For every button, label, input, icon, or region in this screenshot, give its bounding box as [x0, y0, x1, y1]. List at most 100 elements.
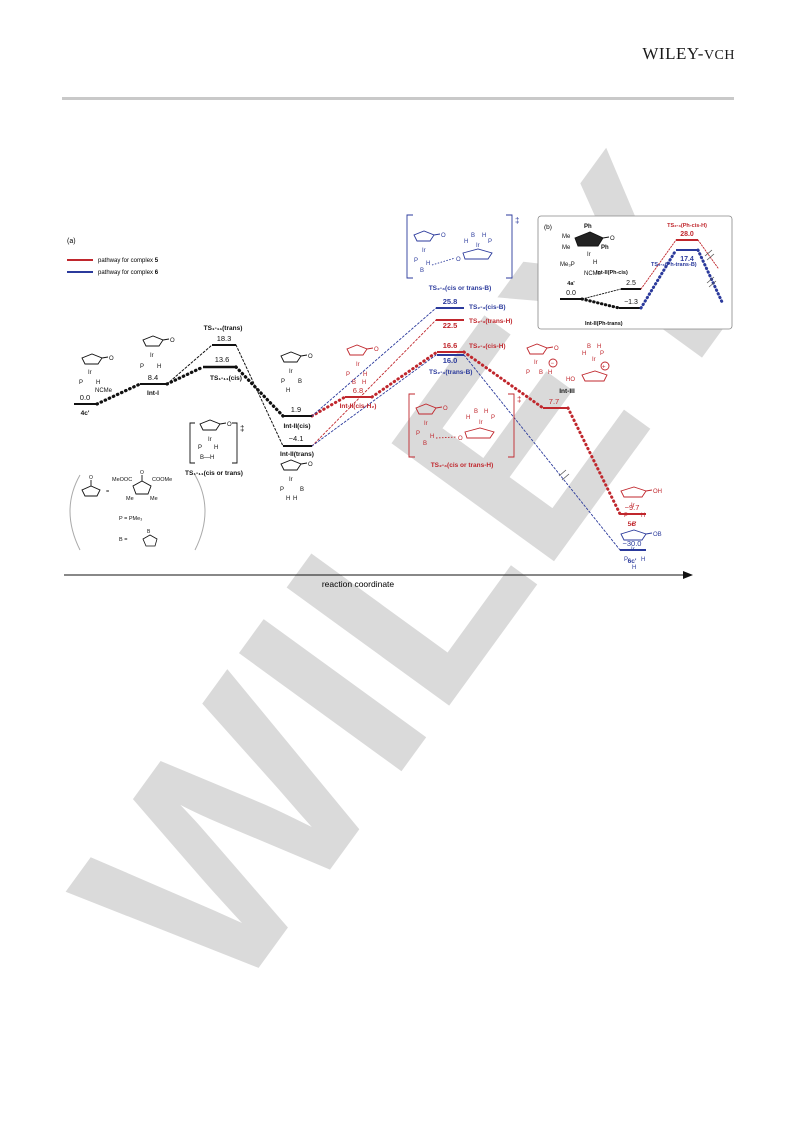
- svg-text:O: O: [170, 338, 175, 344]
- value-IntI: 8.4: [148, 373, 158, 382]
- svg-text:O: O: [554, 346, 559, 352]
- value-TS2cisB: 25.8: [443, 297, 458, 306]
- key-me-right: Me: [150, 496, 158, 502]
- structure-TS1: O Ir P H B—H: [198, 419, 232, 461]
- svg-text:Ir: Ir: [422, 248, 426, 254]
- label-IntIIcisH2: Int-II(cis-H₂): [340, 403, 377, 410]
- svg-text:H: H: [464, 239, 468, 245]
- svg-text:B—H: B—H: [200, 455, 214, 461]
- svg-text:−: −: [551, 361, 555, 367]
- label-IntIIcis: Int-II(cis): [283, 423, 310, 430]
- svg-text:O: O: [441, 233, 446, 239]
- svg-text:H: H: [286, 388, 290, 394]
- svg-text:O: O: [458, 436, 463, 442]
- svg-text:P: P: [624, 513, 628, 519]
- key-B-definition: B =: [119, 537, 127, 543]
- panel-b-me-top: Me: [562, 234, 571, 240]
- connector-TSPhTransB-down: [696, 248, 724, 304]
- value-5c: −9.7: [625, 503, 640, 512]
- svg-text:H: H: [582, 351, 586, 357]
- svg-text:B: B: [587, 344, 591, 350]
- svg-text:P: P: [624, 557, 628, 563]
- svg-text:=: =: [106, 489, 109, 495]
- legend-text-red: pathway for complex 5: [98, 258, 159, 264]
- key-paren-right: [194, 474, 206, 551]
- structure-IntIItrans: O Ir P B H H: [280, 459, 313, 502]
- svg-text:H: H: [293, 496, 297, 502]
- header-rule: [62, 97, 734, 100]
- structure-IntIIcis: O Ir P B H: [280, 351, 313, 394]
- label-TS1trans: TS₁-₁₁(trans): [204, 325, 243, 332]
- panel-b-frame: [537, 215, 733, 330]
- value-TS2cisH: 16.6: [443, 341, 458, 350]
- svg-text:Ir: Ir: [150, 353, 154, 359]
- svg-text:NCMe: NCMe: [95, 388, 113, 394]
- svg-text:H: H: [363, 372, 367, 378]
- key-me-left: Me: [126, 496, 134, 502]
- svg-text:O: O: [308, 354, 313, 360]
- label-PhTrans: Int-II(Ph-trans): [585, 321, 623, 327]
- connector-IntIItrans-TS2transB: [311, 354, 437, 447]
- svg-text:B: B: [352, 380, 356, 386]
- svg-text:Ir: Ir: [631, 547, 635, 553]
- connector-IntIItrans-TS2transH: [311, 319, 437, 447]
- panel-b-pme3: Me₃P: [560, 262, 575, 268]
- label-4a: 4a': [567, 281, 575, 287]
- value-IntIItrans: −4.1: [289, 434, 304, 443]
- label-6c: 6c': [628, 558, 637, 565]
- abbreviation-key: O = O MeOOC COOMe Me Me P = PMe₃ B = B: [69, 470, 206, 551]
- svg-text:Ir: Ir: [289, 477, 293, 483]
- label-TS2bracketB: TS₂-₃(cis or trans-B): [429, 285, 492, 292]
- svg-text:P: P: [140, 364, 144, 370]
- structure-TS2H: O Ir P H B O B H H P Ir: [415, 403, 495, 447]
- connector-TS2cisH-IntIII: [462, 350, 545, 410]
- svg-text:OB: OB: [653, 532, 662, 538]
- label-IntIII: Int-III: [559, 388, 575, 395]
- svg-text:O: O: [374, 347, 379, 353]
- axis-break-mark: [558, 469, 570, 481]
- svg-text:Ir: Ir: [587, 252, 591, 258]
- svg-text:O: O: [443, 406, 448, 412]
- key-ester-left: MeOOC: [112, 477, 132, 483]
- panel-b-ncme: NCMe: [584, 271, 602, 277]
- connector-IntIII-5c: [566, 406, 622, 516]
- bracket-TS2H-dagger: ‡: [517, 395, 521, 404]
- connector-IntI-TS1trans: [166, 344, 213, 385]
- svg-text:H: H: [641, 557, 645, 563]
- svg-text:H: H: [214, 445, 218, 451]
- svg-text:P: P: [416, 431, 420, 437]
- label-TS1bracket: TS₁-₁₁(cis or trans): [185, 470, 243, 477]
- connector-TS2transB-6c: [463, 354, 621, 551]
- svg-text:P: P: [79, 380, 83, 386]
- svg-text:P: P: [526, 370, 530, 376]
- value-TSPhCisH: 28.0: [680, 231, 694, 238]
- x-axis-label: reaction coordinate: [322, 579, 395, 589]
- label-4c: 4c': [81, 410, 90, 417]
- svg-text:+: +: [602, 365, 606, 371]
- label-TSPhCisH: TS₂-₃(Ph-cis-H): [667, 223, 707, 229]
- svg-text:B: B: [420, 268, 424, 274]
- panel-b-inset: (b) O Ph Me Me Ph Ir Me₃P H NCMe: [537, 215, 733, 330]
- svg-text:P: P: [346, 372, 350, 378]
- svg-text:H: H: [482, 233, 486, 239]
- svg-text:Ir: Ir: [208, 437, 212, 443]
- value-PhTrans: −1.3: [624, 299, 638, 306]
- svg-text:Ir: Ir: [631, 503, 635, 509]
- svg-text:O: O: [89, 475, 93, 481]
- value-TS1cis: 13.6: [215, 355, 230, 364]
- value-PhCis: 2.5: [626, 280, 636, 287]
- svg-text:Ir: Ir: [424, 421, 428, 427]
- structure-IntIIcisH2: O Ir P H B H: [346, 344, 379, 386]
- svg-text:P: P: [281, 379, 285, 385]
- value-IntIIcis: 1.9: [291, 405, 301, 414]
- connector-4c-IntI: [95, 382, 142, 406]
- svg-text:Ir: Ir: [289, 369, 293, 375]
- svg-text:O: O: [610, 236, 615, 242]
- label-TS2transH: TS₂-₃(trans-H): [469, 318, 512, 325]
- label-TS2cisH: TS₂-₃(cis-H): [469, 343, 506, 350]
- label-PhCis: Int-II(Ph-cis): [596, 270, 628, 276]
- svg-text:H: H: [632, 565, 636, 571]
- svg-text:H: H: [466, 415, 470, 421]
- panel-b-me-left: Me: [562, 245, 571, 251]
